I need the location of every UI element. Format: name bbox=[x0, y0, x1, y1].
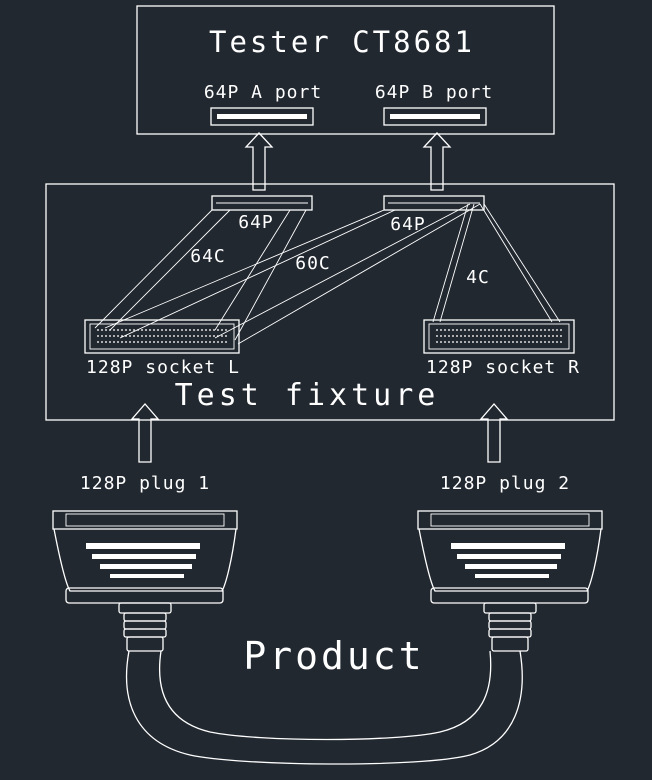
wire-bundle-64c bbox=[94, 209, 307, 341]
tester-title: Tester CT8681 bbox=[209, 25, 475, 59]
fixture-connector-right-label: 64P bbox=[390, 214, 426, 235]
arrow-to-port-b bbox=[422, 132, 452, 191]
port-b-label: 64P B port bbox=[375, 82, 493, 103]
arrow-plug2-to-socket-r bbox=[479, 403, 509, 463]
fixture-connector-left-label: 64P bbox=[238, 212, 274, 233]
plug-2-label: 128P plug 2 bbox=[440, 473, 570, 494]
socket-right bbox=[423, 319, 575, 354]
socket-left bbox=[84, 319, 240, 354]
socket-left-label: 128P socket L bbox=[86, 357, 240, 378]
port-a-connector bbox=[210, 107, 314, 126]
arrow-plug1-to-socket-l bbox=[130, 403, 160, 463]
socket-right-label: 128P socket R bbox=[426, 357, 580, 378]
plug-1 bbox=[52, 510, 238, 652]
tester-box: Tester CT8681 64P A port 64P B port bbox=[136, 5, 555, 135]
wire-bundle-60c bbox=[104, 203, 481, 345]
fixture-connector-left bbox=[211, 195, 313, 211]
plug-2 bbox=[417, 510, 603, 652]
arrow-to-port-a bbox=[244, 132, 274, 191]
test-fixture-box: 64P 64P 64C 60C 4C bbox=[45, 183, 615, 421]
wire-bundle-4c bbox=[432, 203, 561, 323]
test-fixture-title: Test fixture bbox=[175, 378, 440, 413]
fixture-connector-right bbox=[383, 195, 485, 211]
wire-60c-label: 60C bbox=[295, 253, 331, 274]
wire-4c-label: 4C bbox=[466, 267, 490, 288]
plug-1-label: 128P plug 1 bbox=[80, 473, 210, 494]
product-cable bbox=[125, 650, 523, 765]
product-title: Product bbox=[243, 634, 424, 678]
port-b-connector bbox=[383, 107, 487, 126]
port-a-label: 64P A port bbox=[204, 82, 322, 103]
wire-64c-label: 64C bbox=[190, 246, 226, 267]
